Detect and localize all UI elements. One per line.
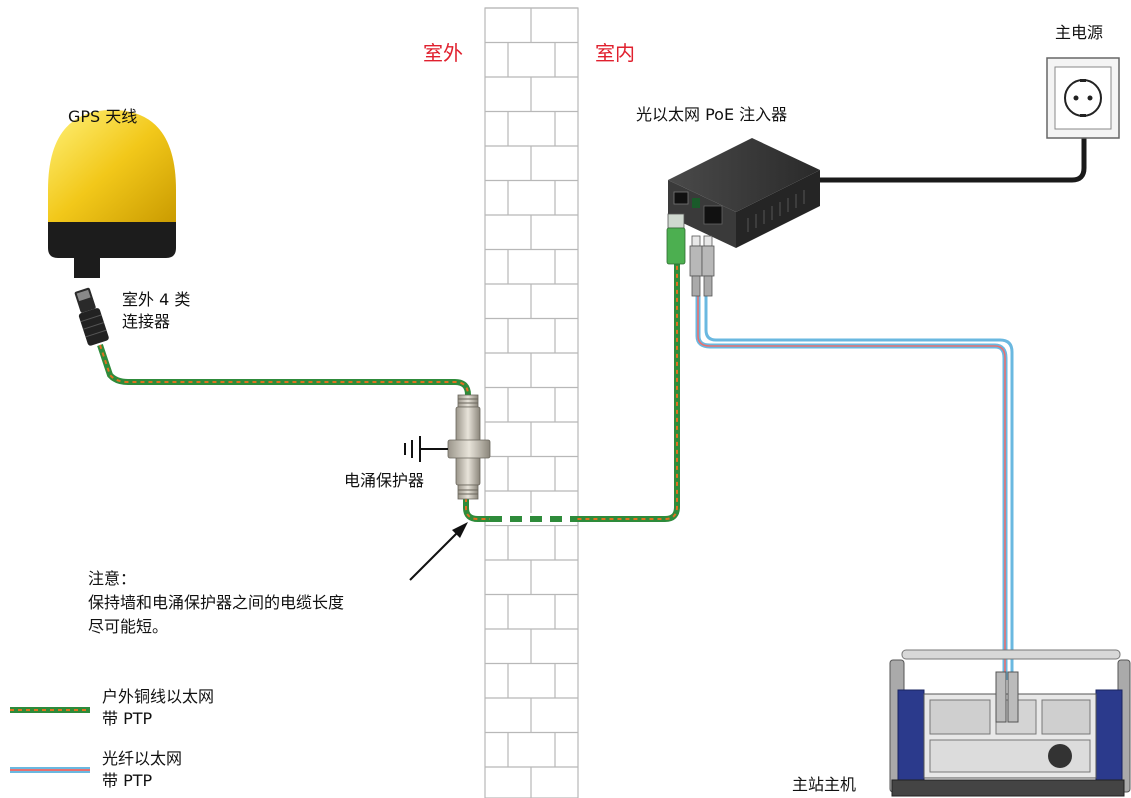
copper-cable-outdoor bbox=[97, 344, 471, 405]
power-socket-icon bbox=[1046, 57, 1120, 139]
surge-protector-icon bbox=[447, 394, 491, 500]
outdoor-label: 室外 bbox=[423, 41, 463, 65]
legend-copper-line1: 户外铜线以太网 bbox=[102, 687, 215, 706]
poe-injector-label: 光以太网 PoE 注入器 bbox=[636, 105, 788, 124]
outdoor-connector-icon bbox=[74, 287, 109, 346]
mains-power-label: 主电源 bbox=[1055, 23, 1104, 42]
connector-label-line1: 室外 4 类 bbox=[122, 290, 191, 309]
note-line1: 注意： bbox=[88, 569, 137, 588]
master-unit-label: 主站主机 bbox=[792, 775, 857, 794]
legend-fiber-line1: 光纤以太网 bbox=[102, 749, 183, 768]
fiber-cable bbox=[695, 296, 1014, 680]
ground-icon bbox=[404, 436, 448, 462]
gps-antenna-label: GPS 天线 bbox=[68, 107, 138, 126]
note-arrow bbox=[409, 522, 468, 581]
copper-cable-through-wall bbox=[463, 262, 680, 525]
legend-copper-line2: 带 PTP bbox=[102, 709, 153, 728]
lc-fiber-connector-icon bbox=[689, 235, 715, 297]
note-line2: 保持墙和电涌保护器之间的电缆长度 bbox=[88, 593, 345, 612]
wall bbox=[484, 7, 579, 798]
gps-antenna-icon bbox=[48, 110, 176, 278]
rj45-connector-icon bbox=[666, 213, 686, 265]
note-line3: 尽可能短。 bbox=[88, 617, 169, 636]
master-unit-icon bbox=[889, 649, 1131, 797]
legend-fiber-line2: 带 PTP bbox=[102, 771, 153, 790]
indoor-label: 室内 bbox=[595, 41, 635, 65]
connector-label-line2: 连接器 bbox=[122, 312, 171, 331]
surge-protector-label: 电涌保护器 bbox=[344, 471, 425, 490]
power-cable bbox=[810, 115, 1087, 183]
poe-injector-icon bbox=[668, 138, 820, 248]
